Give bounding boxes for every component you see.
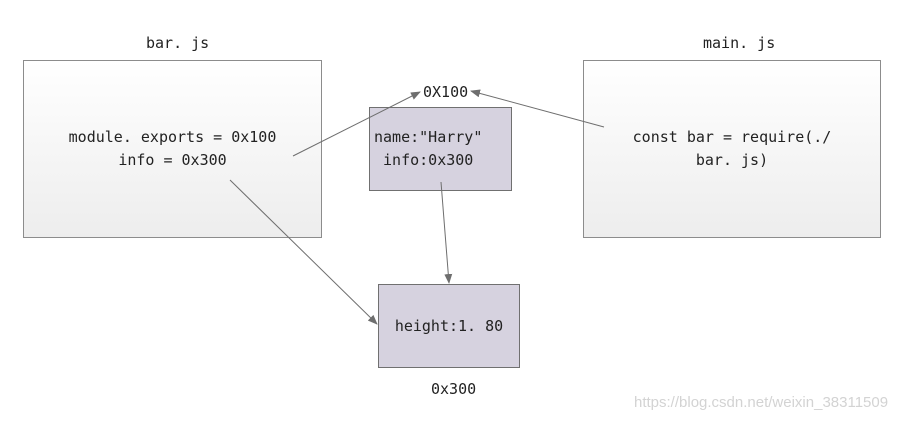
bar-exports-line: module. exports = 0x100	[68, 128, 277, 146]
bar-info-line: info = 0x300	[118, 151, 227, 169]
arrow-object-info-to-height	[440, 181, 453, 284]
bar-js-module-box: module. exports = 0x100 info = 0x300	[23, 60, 322, 238]
bar-js-title: bar. js	[146, 34, 210, 52]
info-height-line: height:1. 80	[394, 316, 504, 335]
object-info-line: info:0x300	[374, 151, 474, 169]
main-js-title: main. js	[703, 34, 776, 52]
info-object-box: height:1. 80	[378, 284, 520, 368]
csdn-watermark: https://blog.csdn.net/weixin_38311509	[634, 394, 889, 411]
main-require-line-2: bar. js)	[695, 151, 769, 169]
exported-object-box: name:"Harry" info:0x300	[369, 107, 512, 191]
main-require-line-1: const bar = require(./	[632, 128, 832, 146]
object-address-label: 0X100	[423, 83, 469, 101]
info-address-label: 0x300	[431, 380, 477, 398]
main-js-module-box: const bar = require(./ bar. js)	[583, 60, 881, 238]
object-name-line: name:"Harry"	[374, 128, 483, 146]
